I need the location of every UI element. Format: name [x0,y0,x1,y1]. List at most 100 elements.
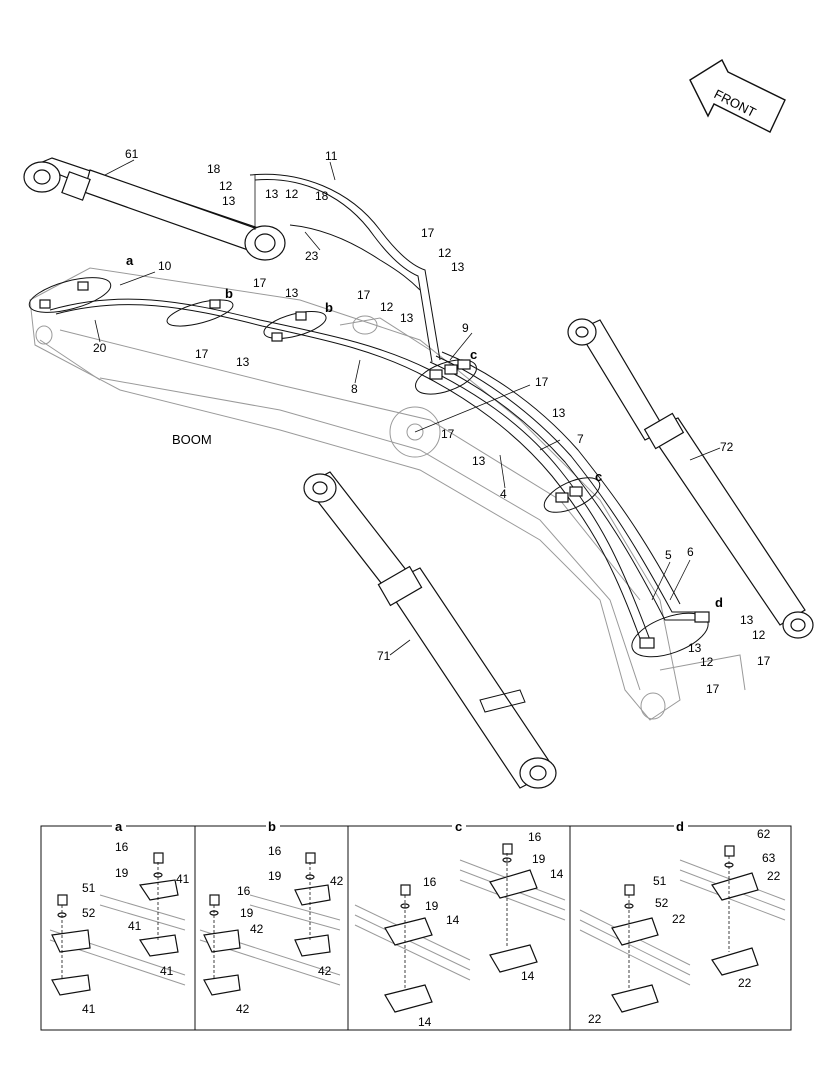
callout-20: 20 [93,341,107,355]
callout-72: 72 [720,440,734,454]
clamp-group-c-lower [543,477,601,513]
callout-17d: 17 [195,347,209,361]
panel-a-label-1: 16 [115,840,129,854]
panel-d-label-4: 51 [653,874,667,888]
panel-b-label-6: 42 [250,922,264,936]
panel-c-label-8: 14 [418,1015,432,1029]
callout-13d: 13 [400,311,414,325]
callout-13b: 13 [265,187,279,201]
panel-b-label-1: 16 [268,844,282,858]
callout-13j: 13 [688,641,702,655]
callout-11: 11 [325,149,338,163]
panel-a-label-3: 41 [176,872,190,886]
callout-13i: 13 [740,613,754,627]
callout-17e: 17 [535,375,549,389]
callout-6: 6 [687,545,694,559]
callout-13g: 13 [552,406,566,420]
clamp-group-b2 [263,311,327,342]
callout-13h: 13 [472,454,486,468]
panel-d-label-2: 63 [762,851,776,865]
cylinder-61 [23,157,286,261]
panel-d-label-7: 22 [738,976,752,990]
boom-label: BOOM [172,432,212,447]
callout-13a: 13 [222,194,236,208]
panel-a-label-7: 41 [160,964,174,978]
callout-12b: 12 [285,187,299,201]
panel-d-header: d [676,819,684,834]
callout-71: 71 [377,649,391,663]
panel-c-label-1: 16 [528,830,542,844]
callout-13c: 13 [451,260,465,274]
panel-c-label-6: 14 [446,913,460,927]
panel-d-label-6: 22 [672,912,686,926]
detail-panels-frame [40,825,792,1031]
panel-c-header: c [455,819,462,834]
panel-b-label-3: 42 [330,874,344,888]
callout-5: 5 [665,548,672,562]
cylinder-72 [567,318,814,639]
callout-7: 7 [577,432,584,446]
callout-4: 4 [500,487,507,501]
callout-b2: b [325,300,333,315]
clamp-group-c-upper [415,359,477,395]
panel-a-label-5: 52 [82,906,96,920]
clamp-group-d [631,611,746,691]
callout-17a: 17 [421,226,435,240]
callout-12f: 12 [700,655,714,669]
panel-a-label-4: 51 [82,881,96,895]
callout-23: 23 [305,249,319,263]
panel-d-label-1: 62 [757,827,771,841]
leader-lines [94,159,721,656]
panel-d-label-5: 52 [655,896,669,910]
callout-10: 10 [158,259,172,273]
panel-b-label-2: 19 [268,869,282,883]
callout-18a: 18 [207,162,221,176]
callout-12a: 12 [219,179,233,193]
boom-structure [29,267,681,721]
panel-a-label-8: 41 [82,1002,96,1016]
front-arrow: FRONT [689,58,786,133]
callout-8: 8 [351,382,358,396]
callout-17h: 17 [706,682,720,696]
callout-17g: 17 [757,654,771,668]
callout-b1: b [225,286,233,301]
callout-d: d [715,595,723,610]
detail-panel-d: d 62 63 22 51 52 22 22 22 [579,818,786,1026]
callout-a: a [126,253,134,268]
panel-c-label-5: 19 [425,899,439,913]
panel-b-label-4: 16 [237,884,251,898]
callout-61: 61 [125,147,139,161]
callout-12e: 12 [752,628,766,642]
clamp-group-a [28,277,112,313]
panel-a-label-6: 41 [128,919,142,933]
callout-13e: 13 [285,286,299,300]
hydraulic-pipes [49,173,705,645]
panel-b-label-8: 42 [236,1002,250,1016]
panel-c-label-7: 14 [521,969,535,983]
panel-b-label-7: 42 [318,964,332,978]
callout-12c: 12 [438,246,452,260]
callout-c2: c [595,469,602,484]
callout-18b: 18 [315,189,329,203]
panel-d-label-8: 22 [588,1012,602,1026]
panel-c-label-2: 19 [532,852,546,866]
clamp-group-b1 [166,299,234,327]
panel-d-label-3: 22 [767,869,781,883]
panel-c-label-3: 14 [550,867,564,881]
callout-13f: 13 [236,355,250,369]
callout-17b: 17 [357,288,371,302]
panel-a-header: a [115,819,123,834]
callout-c1: c [470,347,477,362]
cylinder-71 [303,471,557,789]
detail-panel-c: c 16 19 14 16 19 14 14 14 [354,818,566,1029]
panel-b-label-5: 19 [240,906,254,920]
callout-17c: 17 [253,276,267,290]
detail-panel-a: a 16 19 41 51 52 41 41 41 [49,818,190,1016]
panel-b-header: b [268,819,276,834]
main-callouts: 61 11 18 12 13 13 12 18 23 17 12 13 17 1… [93,147,771,696]
callout-9: 9 [462,321,469,335]
callout-17f: 17 [441,427,455,441]
callout-12d: 12 [380,300,394,314]
detail-panel-b: b 16 19 42 16 19 42 42 42 [199,818,344,1016]
